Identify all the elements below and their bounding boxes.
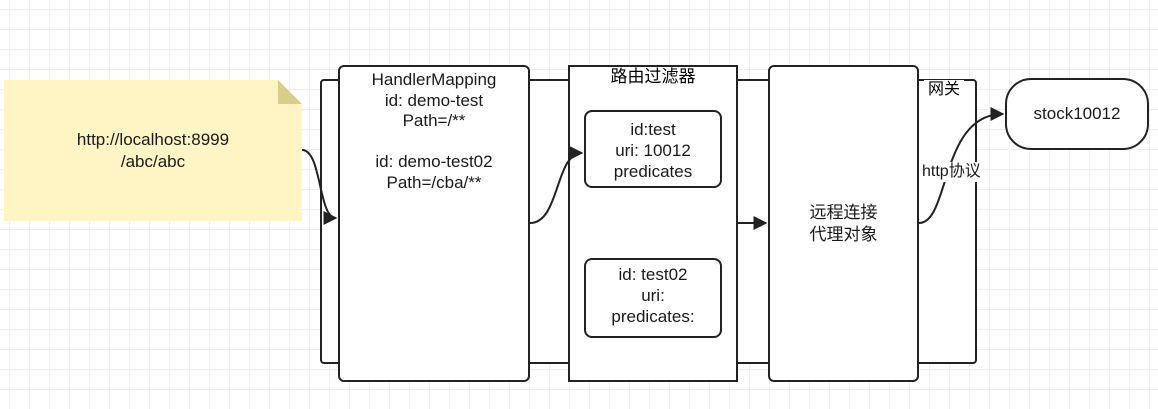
note-line-1: http://localhost:8999	[76, 129, 230, 149]
handler-mapping-path-1: Path=/**	[402, 111, 466, 130]
edge-note-to-handler-mapping	[301, 149, 338, 225]
request-url-note: http://localhost:8999 /abc/abc	[4, 80, 302, 221]
route-test-uri: uri: 10012	[615, 141, 691, 160]
route-test02-id: id: test02	[618, 265, 688, 284]
gateway-label: 网关	[924, 80, 964, 100]
proxy-line-1: 远程连接	[809, 202, 878, 222]
route-test02-predicates: predicates:	[611, 307, 695, 326]
route-test-id: id:test	[630, 120, 676, 139]
proxy-line-2: 代理对象	[809, 224, 878, 244]
route-test-box: id:test uri: 10012 predicates	[584, 110, 722, 188]
remote-proxy-box: 远程连接 代理对象	[768, 65, 919, 382]
handler-mapping-box: HandlerMapping id: demo-test Path=/** id…	[338, 65, 530, 382]
stock-service-label: stock10012	[1033, 104, 1121, 123]
handler-mapping-id-1: id: demo-test	[384, 90, 484, 110]
handler-mapping-path-2: Path=/cba/**	[386, 172, 482, 192]
route-test-predicates: predicates	[613, 162, 693, 181]
http-protocol-label: http协议	[920, 162, 983, 182]
stock-service-node: stock10012	[1005, 78, 1149, 150]
edge-handler-mapping-to-route-test	[529, 146, 584, 224]
handler-mapping-id-2: id: demo-test02	[375, 152, 493, 171]
route-test02-uri: uri:	[641, 286, 665, 305]
handler-mapping-title: HandlerMapping	[371, 70, 497, 89]
route-filter-label: 路由过滤器	[610, 67, 696, 86]
route-test02-box: id: test02 uri: predicates:	[584, 258, 722, 338]
note-line-2: /abc/abc	[120, 151, 186, 171]
